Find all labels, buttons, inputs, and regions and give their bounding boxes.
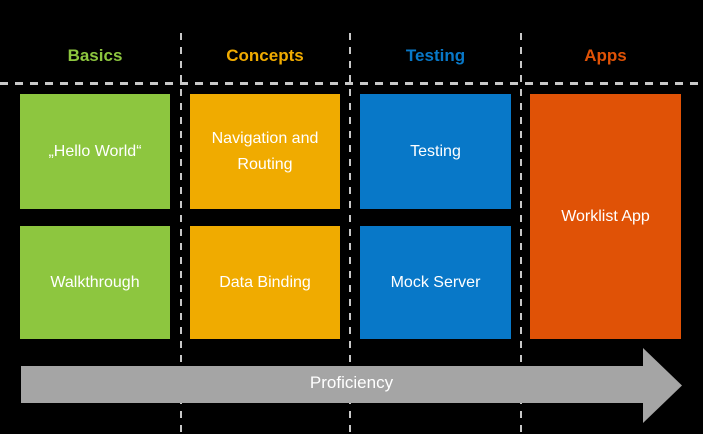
column-separator-line-1: [180, 33, 182, 434]
proficiency-arrow-bar: [21, 366, 643, 403]
column-separator-line-3: [520, 33, 522, 434]
lesson-box-label: Navigation and Routing: [211, 129, 319, 173]
lesson-box-walkthrough: Walkthrough: [20, 226, 170, 339]
lesson-box-label: Walkthrough: [50, 273, 140, 291]
lesson-box-mock-server: Mock Server: [360, 226, 511, 339]
proficiency-arrow-label: Proficiency: [309, 373, 394, 392]
lesson-box-testing: Testing: [360, 94, 511, 209]
lesson-box-label: „Hello World“: [48, 142, 142, 160]
lesson-box-label: Data Binding: [219, 273, 311, 291]
header-separator-line: [0, 82, 703, 85]
lesson-box-hello-world: „Hello World“: [20, 94, 170, 209]
column-header-basics: Basics: [67, 46, 123, 65]
column-header-apps: Apps: [584, 46, 627, 65]
lesson-box-data-binding: Data Binding: [190, 226, 340, 339]
column-header-concepts: Concepts: [226, 46, 304, 65]
column-header-testing: Testing: [405, 46, 466, 65]
lesson-box-label: Mock Server: [390, 273, 481, 291]
lesson-box-worklist-app: Worklist App: [530, 94, 681, 339]
column-separator-line-2: [349, 33, 351, 434]
lesson-box-navigation-and-routing: Navigation and Routing: [190, 94, 340, 209]
lesson-box-label: Testing: [410, 142, 461, 160]
lesson-box-label: Worklist App: [561, 207, 650, 225]
